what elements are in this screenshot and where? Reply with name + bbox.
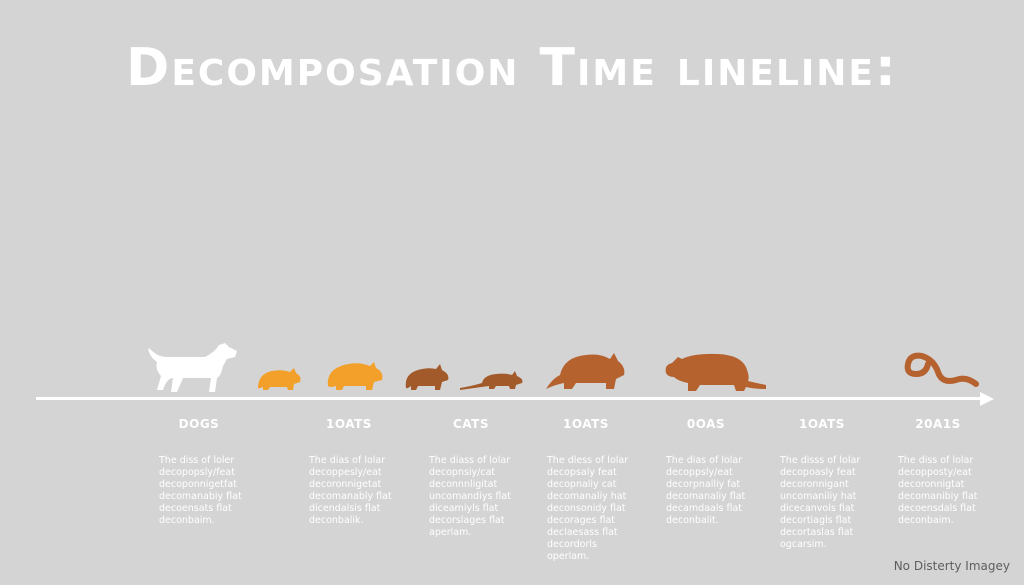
- timeline-label-1: DOGS: [178, 417, 220, 431]
- watermark-text: No Disterty Imagey: [893, 559, 1010, 573]
- capybara-icon: [665, 353, 766, 391]
- rat-icon: [405, 364, 449, 390]
- dog-icon: [148, 343, 237, 392]
- timeline-desc-3: The diass of lolar decopnsiy/cat deconnn…: [429, 455, 511, 538]
- rat-icon-small: [460, 371, 523, 390]
- page-title: Decomposation Time lineline:: [126, 38, 898, 98]
- rat-large-icon: [546, 353, 625, 389]
- timeline-label-7: 20A1S: [915, 417, 961, 431]
- worm-icon: [904, 352, 979, 387]
- timeline-desc-7: The diss of lolar decopposty/eat decoron…: [898, 455, 978, 526]
- timeline-label-4: 1OATS: [563, 417, 609, 431]
- timeline-label-3: CATS: [453, 417, 489, 431]
- timeline-line: [36, 397, 982, 400]
- hamster-icon-large: [327, 362, 383, 390]
- timeline-label-6: 1OATS: [799, 417, 845, 431]
- timeline-label-5: 0OAS: [686, 417, 726, 431]
- timeline-desc-2: The dias of lolar decoppesly/eat decoron…: [309, 455, 392, 526]
- timeline-desc-4: The dless of lolar decopsaly feat decopn…: [547, 455, 629, 562]
- timeline-desc-5: The dias of lolar decoppsly/eat decorpna…: [666, 455, 746, 526]
- timeline-desc-1: The diss of loler decopopsly/feat decopo…: [159, 455, 242, 526]
- timeline-label-2: 1OATS: [326, 417, 372, 431]
- timeline-arrow-icon: [980, 392, 994, 406]
- hamster-icon: [258, 368, 301, 390]
- timeline-desc-6: The disss of lolar decopoasly feat decor…: [780, 455, 861, 550]
